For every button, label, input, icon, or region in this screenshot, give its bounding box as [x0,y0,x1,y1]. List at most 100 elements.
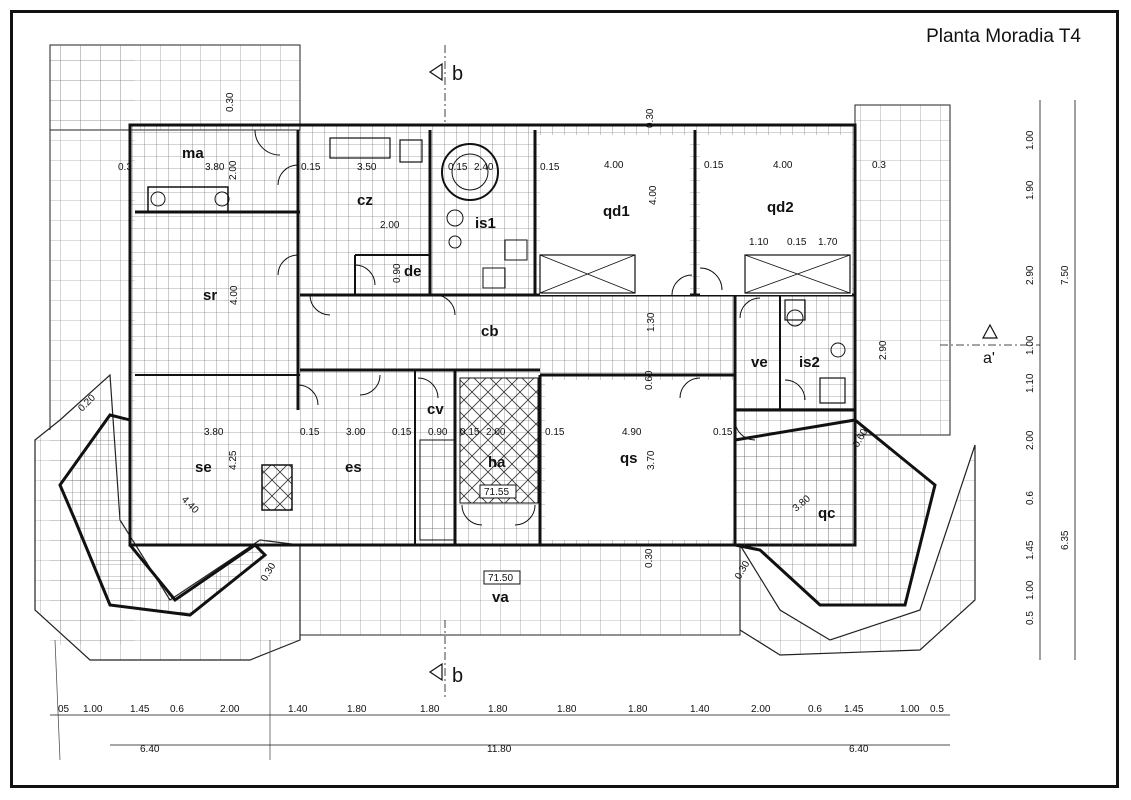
svg-text:0.6: 0.6 [1025,491,1036,505]
section-marker-bottom [428,620,446,700]
svg-text:3.00: 3.00 [346,427,366,438]
svg-text:1.00: 1.00 [83,704,103,715]
svg-text:0.6: 0.6 [808,704,822,715]
svg-text:1.80: 1.80 [347,704,367,715]
svg-text:1.90: 1.90 [1025,180,1036,200]
svg-text:4.00: 4.00 [773,160,793,171]
svg-text:1.45: 1.45 [844,704,864,715]
svg-text:1.00: 1.00 [1025,130,1036,150]
svg-text:2.90: 2.90 [1025,265,1036,285]
page-frame [10,10,1119,788]
svg-text:0.15: 0.15 [713,427,733,438]
room-label-cv: cv [427,401,444,418]
svg-text:3.70: 3.70 [646,450,657,470]
svg-text:0.30: 0.30 [645,108,656,128]
svg-text:2.00: 2.00 [751,704,771,715]
room-label-qs: qs [620,450,638,467]
svg-text:0.15: 0.15 [448,162,468,173]
svg-text:4.25: 4.25 [228,450,239,470]
section-label-bottom: b [452,665,463,687]
svg-text:3.50: 3.50 [357,162,377,173]
svg-text:0.15: 0.15 [300,427,320,438]
room-label-sr: sr [203,287,217,304]
right-dimension-chain: 1.00 1.90 2.90 1.00 1.10 2.00 0.6 1.45 1… [1025,100,1076,660]
room-label-cb: cb [481,323,499,340]
svg-text:0.30: 0.30 [644,548,655,568]
svg-text:2.40: 2.40 [474,162,494,173]
svg-text:7.50: 7.50 [1060,265,1071,285]
svg-text:0.5: 0.5 [1025,611,1036,625]
svg-text:4.00: 4.00 [648,185,659,205]
room-label-de: de [404,263,422,280]
svg-text:4.00: 4.00 [604,160,624,171]
svg-text:3.80: 3.80 [204,427,224,438]
svg-text:0.5: 0.5 [930,704,944,715]
svg-text:1.70: 1.70 [818,237,838,248]
bottom-dimension-chain: 05 1.00 1.45 0.6 2.00 1.40 1.80 1.80 1.8… [50,704,950,755]
svg-text:1.00: 1.00 [1025,335,1036,355]
room-label-ma: ma [182,145,204,162]
svg-text:0.15: 0.15 [704,160,724,171]
svg-text:1.40: 1.40 [288,704,308,715]
doors [254,129,806,526]
hall-tile [459,377,539,504]
svg-text:2.00: 2.00 [380,220,400,231]
svg-text:4.00: 4.00 [229,285,240,305]
page-title: Planta Moradia T4 [926,26,1081,47]
svg-text:1.10: 1.10 [749,237,769,248]
svg-text:1.45: 1.45 [130,704,150,715]
room-label-qd2: qd2 [767,199,794,216]
fixtures [147,137,846,511]
svg-text:1.00: 1.00 [1025,580,1036,600]
svg-text:0.60: 0.60 [644,370,655,390]
room-label-is2: is2 [799,354,820,371]
svg-text:1.80: 1.80 [420,704,440,715]
room-label-va: va [492,589,509,606]
room-label-is1: is1 [475,215,496,232]
room-label-ve: ve [751,354,768,371]
room-label-qc: qc [818,505,836,522]
section-label-top: b [452,63,463,85]
room-label-qd1: qd1 [603,203,630,220]
svg-text:0.30: 0.30 [225,92,236,112]
svg-text:0.15: 0.15 [460,427,480,438]
svg-text:1.10: 1.10 [1025,373,1036,393]
svg-text:2.00: 2.00 [228,160,239,180]
svg-text:05: 05 [58,704,70,715]
svg-text:6.35: 6.35 [1060,530,1071,550]
svg-text:6.40: 6.40 [849,744,869,755]
svg-text:1.45: 1.45 [1025,540,1036,560]
svg-text:1.30: 1.30 [646,312,657,332]
svg-text:1.00: 1.00 [900,704,920,715]
room-label-cz: cz [357,192,373,209]
svg-text:0.15: 0.15 [540,162,560,173]
interior-dimensions: 0.3 3.80 2.00 0.15 3.50 2.00 0.15 2.40 0… [76,92,889,583]
svg-text:11.80: 11.80 [487,744,512,755]
svg-text:1.80: 1.80 [557,704,577,715]
svg-text:0.3: 0.3 [872,160,886,171]
svg-text:0.15: 0.15 [545,427,565,438]
svg-text:2.00: 2.00 [1025,430,1036,450]
stair [419,439,456,541]
svg-text:0.15: 0.15 [301,162,321,173]
room-label-es: es [345,459,362,476]
svg-text:0.6: 0.6 [170,704,184,715]
svg-text:0.3: 0.3 [118,162,132,173]
svg-text:3.80: 3.80 [205,162,225,173]
svg-text:1.80: 1.80 [628,704,648,715]
svg-text:2.00: 2.00 [220,704,240,715]
svg-text:6.40: 6.40 [140,744,160,755]
svg-text:0.15: 0.15 [787,237,807,248]
svg-text:0.15: 0.15 [392,427,412,438]
svg-text:1.80: 1.80 [488,704,508,715]
svg-text:0.90: 0.90 [392,263,403,283]
svg-text:1.40: 1.40 [690,704,710,715]
svg-text:2.00: 2.00 [486,427,506,438]
section-marker-right [940,323,1040,346]
svg-text:2.90: 2.90 [878,340,889,360]
svg-text:4.90: 4.90 [622,427,642,438]
svg-text:0.90: 0.90 [428,427,448,438]
level-va: 71.50 [488,573,513,584]
room-label-ha: ha [488,454,506,471]
